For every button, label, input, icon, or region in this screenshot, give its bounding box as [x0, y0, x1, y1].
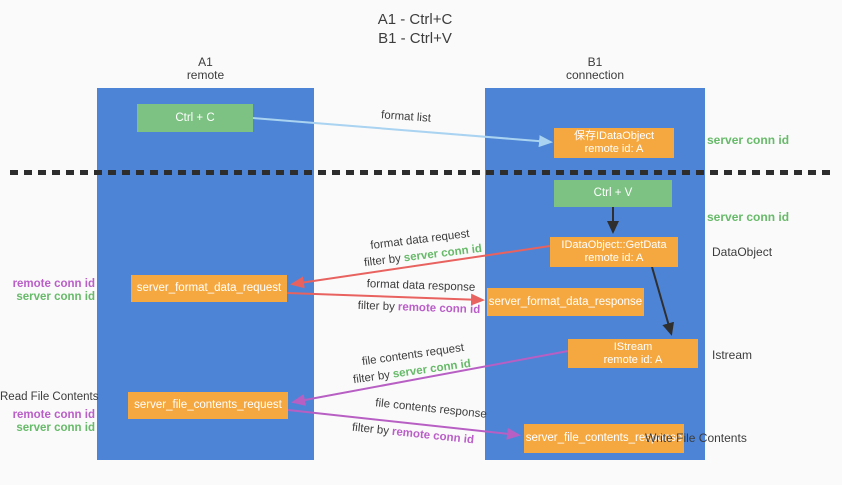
node-server-format-data-response-label: server_format_data_response: [488, 295, 643, 308]
label-conn-ids-file: remote conn id server conn id: [0, 409, 95, 435]
session-separator-line: [10, 170, 836, 175]
arrow-getdata-to-istream: [651, 266, 674, 336]
arrow-format-data-response: [286, 292, 485, 306]
filter-by-text: filter by: [357, 299, 396, 314]
label-server-conn-id-1: server conn id: [16, 291, 95, 303]
node-istream-line2: remote id: A: [603, 353, 663, 366]
label-server-conn-id-2: server conn id: [16, 422, 95, 434]
label-write-file-contents: Write File Contents: [645, 431, 747, 445]
node-istream: IStream remote id: A: [568, 339, 698, 368]
lane-header-b1: B1 connection: [485, 56, 705, 82]
label-conn-ids-format: remote conn id server conn id: [0, 278, 95, 304]
label-server-conn-id-top: server conn id: [707, 133, 790, 147]
node-getdata-line2: remote id: A: [584, 252, 644, 264]
lane-header-a1: A1 remote: [97, 56, 314, 82]
arrow-format-list: [252, 117, 553, 148]
lane-a1-role: remote: [186, 68, 225, 82]
node-idataobject-getdata: IDataObject::GetData remote id: A: [550, 237, 678, 267]
node-server-file-contents-response-label: server_file_contents_response: [525, 432, 683, 444]
label-read-file-contents: Read File Contents: [0, 391, 99, 403]
label-istream: Istream: [712, 348, 753, 362]
node-ctrl-v-label: Ctrl + V: [593, 187, 633, 199]
lane-a1-name: A1: [198, 55, 213, 69]
node-ctrl-c-label: Ctrl + C: [175, 111, 215, 124]
node-ctrl-c: Ctrl + C: [137, 104, 253, 132]
lane-b1-role: connection: [565, 68, 625, 82]
label-server-conn-id-mid: server conn id: [707, 210, 790, 224]
title-line-a1: A1 - Ctrl+C: [377, 11, 453, 28]
node-server-file-contents-response: server_file_contents_response: [524, 424, 684, 453]
node-server-format-data-response: server_format_data_response: [487, 288, 644, 316]
arrow-file-contents-request: [291, 350, 569, 406]
label-remote-conn-id-2: remote conn id: [12, 409, 95, 421]
lane-b1-name: B1: [587, 55, 603, 69]
node-save-idataobject: 保存IDataObject remote id: A: [554, 128, 674, 158]
arrow-file-contents-response: [287, 409, 521, 440]
node-server-file-contents-request-label: server_file_contents_request: [134, 399, 282, 411]
label-dataobject: DataObject: [712, 245, 773, 259]
node-server-format-data-request-label: server_format_data_request: [136, 282, 282, 294]
node-server-format-data-request: server_format_data_request: [131, 275, 287, 302]
label-remote-conn-id-1: remote conn id: [12, 278, 95, 290]
node-save-idataobject-line2: remote id: A: [584, 143, 644, 155]
title-line-b1: B1 - Ctrl+V: [378, 30, 452, 47]
diagram-title: A1 - Ctrl+C B1 - Ctrl+V: [330, 10, 500, 48]
node-save-idataobject-line1: 保存IDataObject: [573, 130, 655, 142]
node-istream-line1: IStream: [613, 340, 653, 353]
node-ctrl-v: Ctrl + V: [554, 180, 672, 207]
arrow-format-data-request: [290, 245, 551, 289]
node-getdata-line1: IDataObject::GetData: [561, 239, 667, 251]
node-server-file-contents-request: server_file_contents_request: [128, 392, 288, 419]
